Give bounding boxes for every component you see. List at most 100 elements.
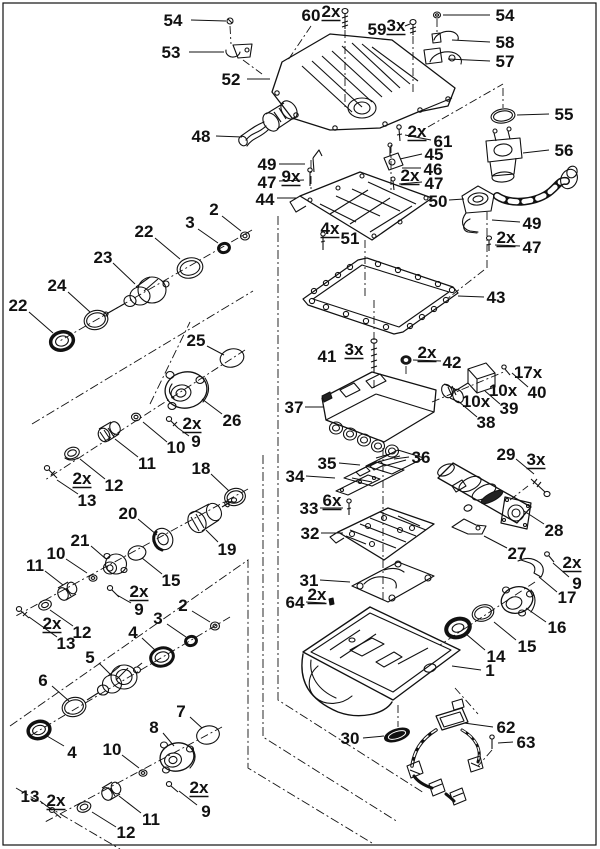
- callout-56: 56: [522, 141, 573, 160]
- part-oring-6: [61, 696, 87, 718]
- callout-label: 12: [73, 623, 92, 642]
- callout-label: 29: [497, 445, 516, 464]
- callout-label: 38: [477, 413, 496, 432]
- callout-6: 6: [38, 671, 70, 702]
- leader-line: [210, 473, 230, 492]
- callout-46: 46: [402, 160, 442, 179]
- callout-label: 1: [485, 661, 494, 680]
- callout-label: 47: [523, 238, 542, 257]
- callout-label: 2x: [190, 778, 209, 797]
- callout-label: 44: [256, 190, 275, 209]
- callout-label: 13: [78, 491, 97, 510]
- callout-43: 43: [457, 288, 505, 307]
- part-oring-15a: [127, 545, 147, 561]
- callout-33: 33: [300, 499, 343, 518]
- part-cover-52: [271, 33, 456, 131]
- part-screw-63: [489, 734, 495, 749]
- callout-label: 3x: [387, 16, 406, 35]
- part-bracket-17: [517, 557, 544, 578]
- callout-label: 13: [21, 787, 40, 806]
- callout-label: 35: [318, 454, 337, 473]
- leader-line: [142, 421, 168, 443]
- callout-2x: 2x: [307, 585, 327, 605]
- part-magnet-30: [383, 727, 411, 743]
- part-bolt-4x: [320, 231, 326, 250]
- callout-17x: 17x: [514, 363, 543, 382]
- callout-label: 62: [497, 718, 516, 737]
- callout-label: 22: [9, 296, 28, 315]
- callout-10x: 10x: [462, 392, 491, 411]
- callout-label: 4: [67, 743, 77, 762]
- callout-label: 32: [301, 524, 320, 543]
- callout-41: 41: [318, 347, 337, 366]
- callout-61: 61: [404, 132, 453, 151]
- callout-label: 51: [341, 229, 360, 248]
- leader-line: [457, 400, 478, 418]
- part-gasket-34: [335, 474, 381, 496]
- callout-label: 11: [142, 810, 160, 829]
- leader-line: [511, 372, 529, 388]
- callout-3x: 3x: [386, 16, 411, 36]
- callout-label: 53: [162, 43, 181, 62]
- part-pin-64: [328, 597, 335, 606]
- callout-label: 13: [57, 634, 76, 653]
- callout-10x: 10x: [489, 381, 518, 400]
- callout-label: 3: [153, 609, 162, 628]
- callout-label: 3: [185, 213, 194, 232]
- callout-2x: 2x: [46, 791, 66, 811]
- zone-boundary-line: [262, 455, 399, 823]
- center-axis-line: [431, 370, 507, 403]
- callout-label: 2: [178, 596, 187, 615]
- callout-label: 27: [508, 544, 527, 563]
- callout-14: 14: [465, 633, 506, 666]
- callout-label: 11: [26, 556, 44, 575]
- callout-29: 29: [497, 445, 535, 475]
- leader-line: [118, 795, 142, 814]
- callout-label: 61: [434, 132, 453, 151]
- leader-line: [91, 811, 117, 828]
- leader-line: [494, 244, 521, 247]
- callout-label: 47: [258, 173, 277, 192]
- center-axis-line: [44, 726, 223, 823]
- callout-label: 5: [85, 648, 94, 667]
- leader-line: [65, 558, 88, 574]
- leader-line: [493, 621, 517, 641]
- callout-label: 2x: [401, 166, 420, 185]
- callout-label: 30: [341, 729, 360, 748]
- center-axis-line: [477, 749, 493, 767]
- callout-label: 2: [209, 200, 218, 219]
- callout-label: 46: [424, 160, 443, 179]
- callout-2x: 2x: [496, 228, 516, 248]
- zone-boundary-line: [15, 787, 121, 849]
- leader-line: [39, 800, 53, 811]
- callout-2x: 2x: [321, 2, 341, 22]
- part-clip-53: [225, 43, 253, 59]
- part-clamp-58: [431, 30, 459, 44]
- callout-2x: 2x: [407, 122, 427, 142]
- leader-line: [141, 557, 163, 575]
- leader-line: [483, 535, 508, 549]
- callout-label: 47: [425, 174, 444, 193]
- leader-line: [305, 475, 336, 479]
- callout-label: 55: [555, 105, 574, 124]
- part-oil-pan-1: [301, 606, 461, 717]
- callout-2x: 2x: [182, 414, 202, 434]
- leader-line: [28, 616, 58, 638]
- leader-line: [46, 735, 65, 747]
- part-nut-42: [400, 355, 412, 365]
- callout-label: 41: [318, 347, 337, 366]
- callout-3: 3: [153, 609, 187, 638]
- leader-line: [404, 23, 411, 27]
- part-geartrain-28: [437, 462, 532, 530]
- callout-label: 17x: [514, 363, 543, 382]
- callout-12: 12: [91, 811, 135, 842]
- leader-line: [515, 458, 535, 475]
- callout-13: 13: [21, 787, 53, 811]
- callout-7: 7: [176, 702, 203, 729]
- callout-label: 14: [487, 647, 506, 666]
- callout-28: 28: [523, 510, 563, 540]
- callout-4: 4: [128, 623, 157, 652]
- callout-label: 31: [300, 571, 319, 590]
- callout-label: 3x: [527, 450, 546, 469]
